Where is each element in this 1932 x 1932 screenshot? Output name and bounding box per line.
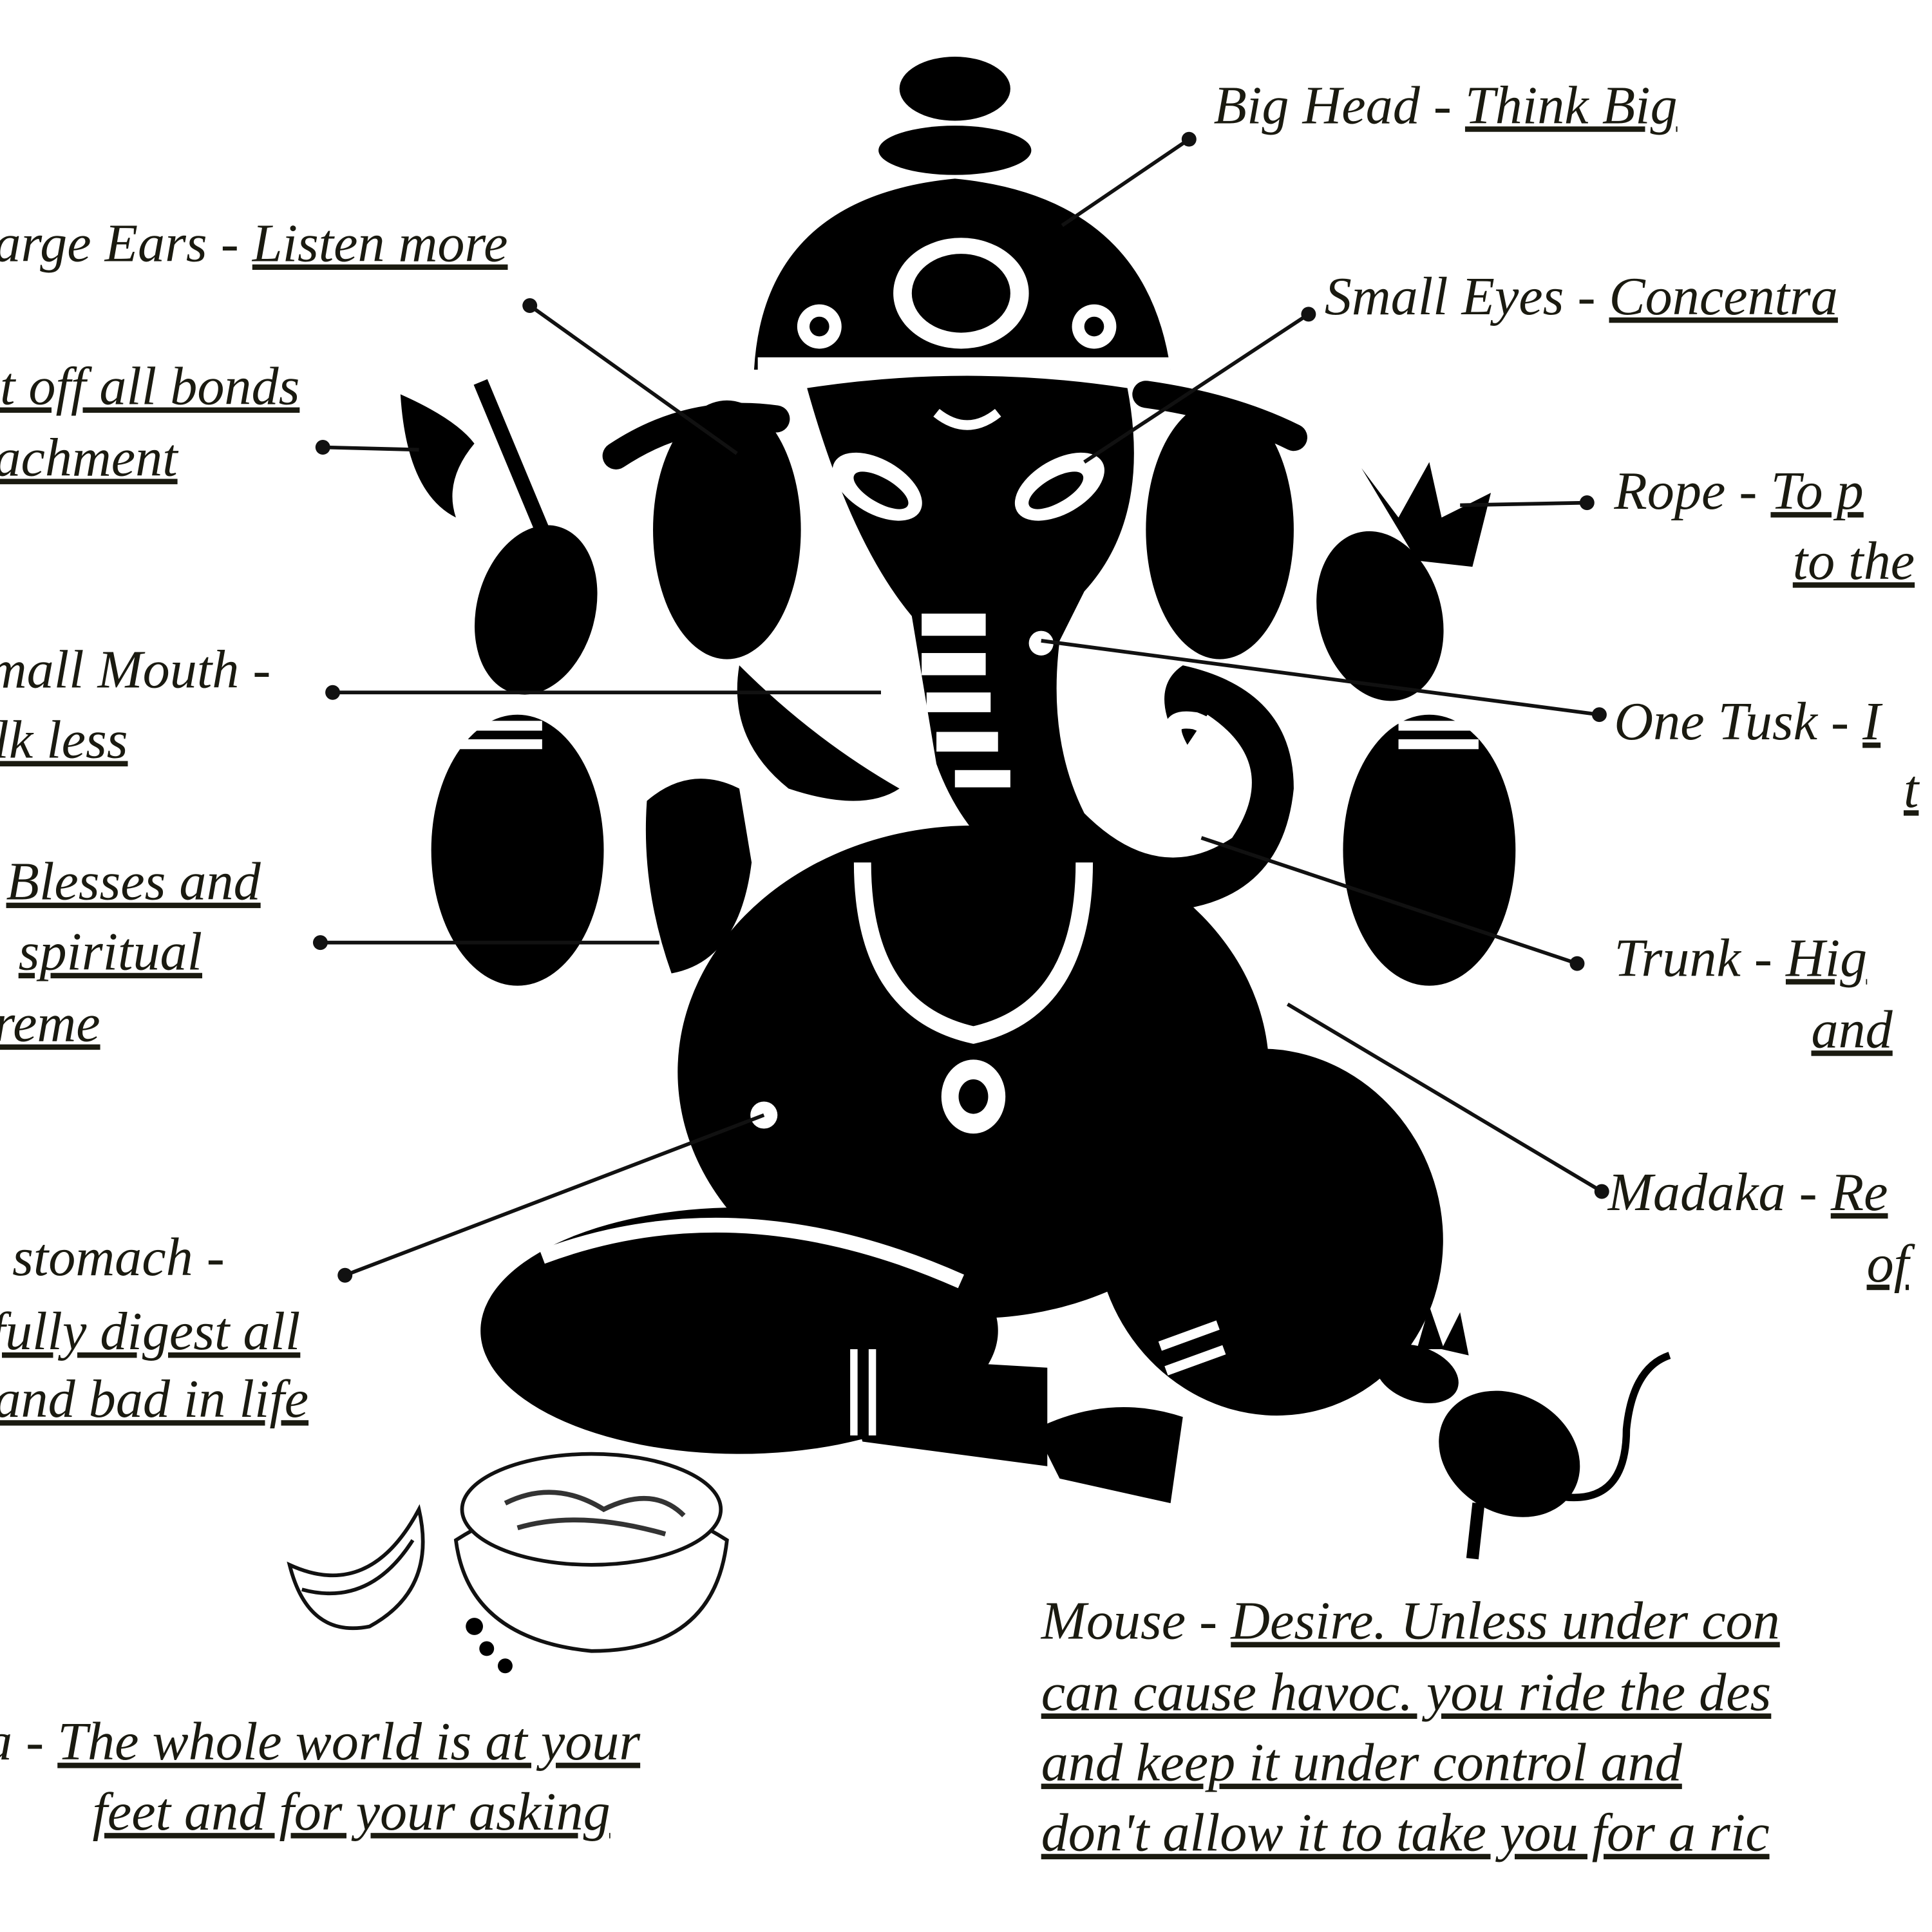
label-axe-line1: t off all bonds — [0, 357, 299, 417]
label-big-head: Big Head - Think Big — [1214, 75, 1678, 135]
upper-left-arm — [475, 525, 598, 695]
right-foot — [1035, 1406, 1183, 1504]
label-prasada: a - The whole world is at your — [0, 1712, 640, 1772]
label-stomach-line2: and bad in life — [0, 1369, 308, 1429]
label-prasada-line2: feet and for your asking — [92, 1782, 610, 1842]
trunk-stripes — [922, 613, 1010, 788]
label-mouse-line3: and keep it under control and — [1041, 1733, 1683, 1793]
label-rope-line2: to the — [1793, 531, 1915, 591]
axe-icon — [400, 394, 475, 518]
label-large-ears: arge Ears - Listen more — [0, 214, 507, 274]
label-axe-line2: achment — [0, 428, 179, 488]
leader-lines — [312, 131, 1609, 1283]
label-small-mouth: mall Mouth - — [0, 640, 270, 700]
label-stomach-line1: fully digest all — [0, 1302, 300, 1361]
tusk — [1028, 630, 1054, 656]
label-one-tusk: One Tusk - I — [1614, 692, 1883, 752]
rope-icon — [1361, 462, 1492, 567]
label-blessing-line3: reme — [0, 994, 100, 1054]
right-ear — [1146, 400, 1294, 659]
blessing-hand — [645, 779, 752, 974]
label-blessing-line2: spiritual — [19, 922, 202, 982]
lower-right-arm — [1343, 714, 1516, 986]
mouse-figure — [1375, 1306, 1671, 1560]
label-small-eyes: Small Eyes - Concentra — [1325, 267, 1838, 327]
bananas — [287, 1504, 425, 1631]
label-blessing-line1: Blesses and — [6, 852, 261, 912]
label-madaka: Madaka - Re — [1607, 1162, 1888, 1222]
crown-tier — [878, 126, 1032, 175]
label-trunk-line2: and — [1811, 999, 1893, 1059]
label-mouse-line2: can cause havoc. you ride the des — [1041, 1663, 1772, 1723]
ganesha-figure — [400, 57, 1516, 1504]
label-madaka-line2: of — [1867, 1234, 1916, 1294]
label-trunk: Trunk - Hig — [1614, 928, 1867, 988]
upper-right-arm — [1316, 531, 1444, 701]
left-ear — [653, 400, 801, 659]
trunk-spiral — [1117, 711, 1240, 848]
lower-left-arm — [431, 714, 604, 986]
label-small-mouth-line2: lk less — [0, 710, 128, 770]
label-one-tusk-line2: t — [1904, 759, 1920, 819]
crown-top — [899, 57, 1010, 121]
label-mouse: Mouse - Desire. Unless under con — [1041, 1591, 1780, 1651]
offering-bowl — [453, 1452, 729, 1674]
right-leg — [1095, 1048, 1443, 1416]
label-mouse-line4: don't allow it to take you for a ric — [1041, 1803, 1770, 1863]
label-rope: Rope - To p — [1613, 461, 1863, 521]
left-foot — [838, 1355, 1048, 1466]
label-stomach: stomach - — [12, 1227, 225, 1287]
